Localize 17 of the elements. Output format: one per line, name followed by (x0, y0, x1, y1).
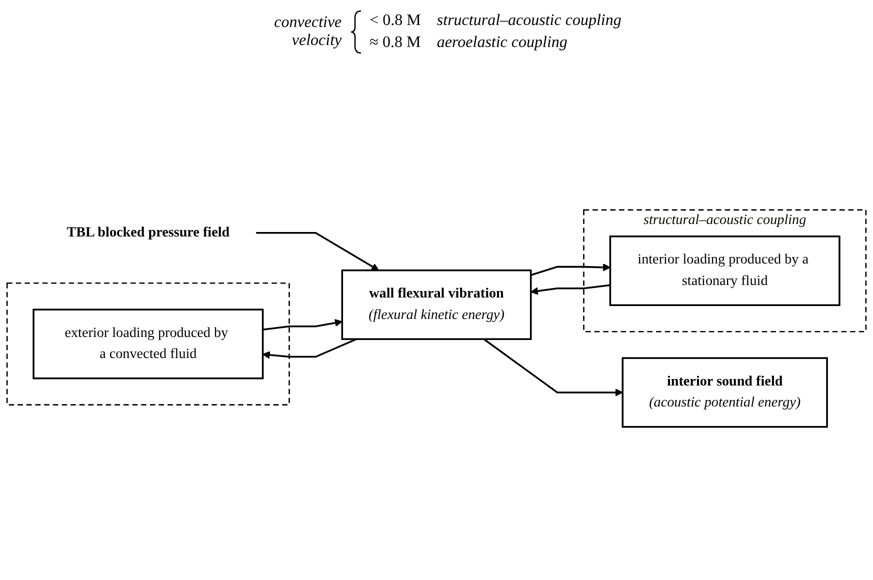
cluster (6, 282, 290, 406)
mach-condition: < 0.8 M (370, 12, 421, 30)
node-box: interior loading produced by a stationary fluid (609, 235, 840, 306)
arrow (262, 318, 342, 330)
node-text: TBL blocked pressure field (66, 224, 230, 240)
coupling-label: structural–acoustic coupling (436, 12, 622, 30)
arrow (530, 284, 610, 294)
arrow (530, 263, 611, 276)
mach-condition: ≈ 0.8 M (370, 34, 421, 52)
arrow (483, 338, 623, 396)
arrow (262, 338, 357, 358)
node-box: wall flexural vibration (flexural kinetic energy) (341, 269, 532, 340)
node-box: exterior loading produced by a convected fluid (32, 308, 264, 379)
axis-label: convective velocity (273, 14, 342, 50)
coupling-label: aeroelastic coupling (436, 34, 568, 52)
arrow (256, 232, 380, 270)
node-box: interior sound field (acoustic potential energy) (622, 356, 828, 428)
